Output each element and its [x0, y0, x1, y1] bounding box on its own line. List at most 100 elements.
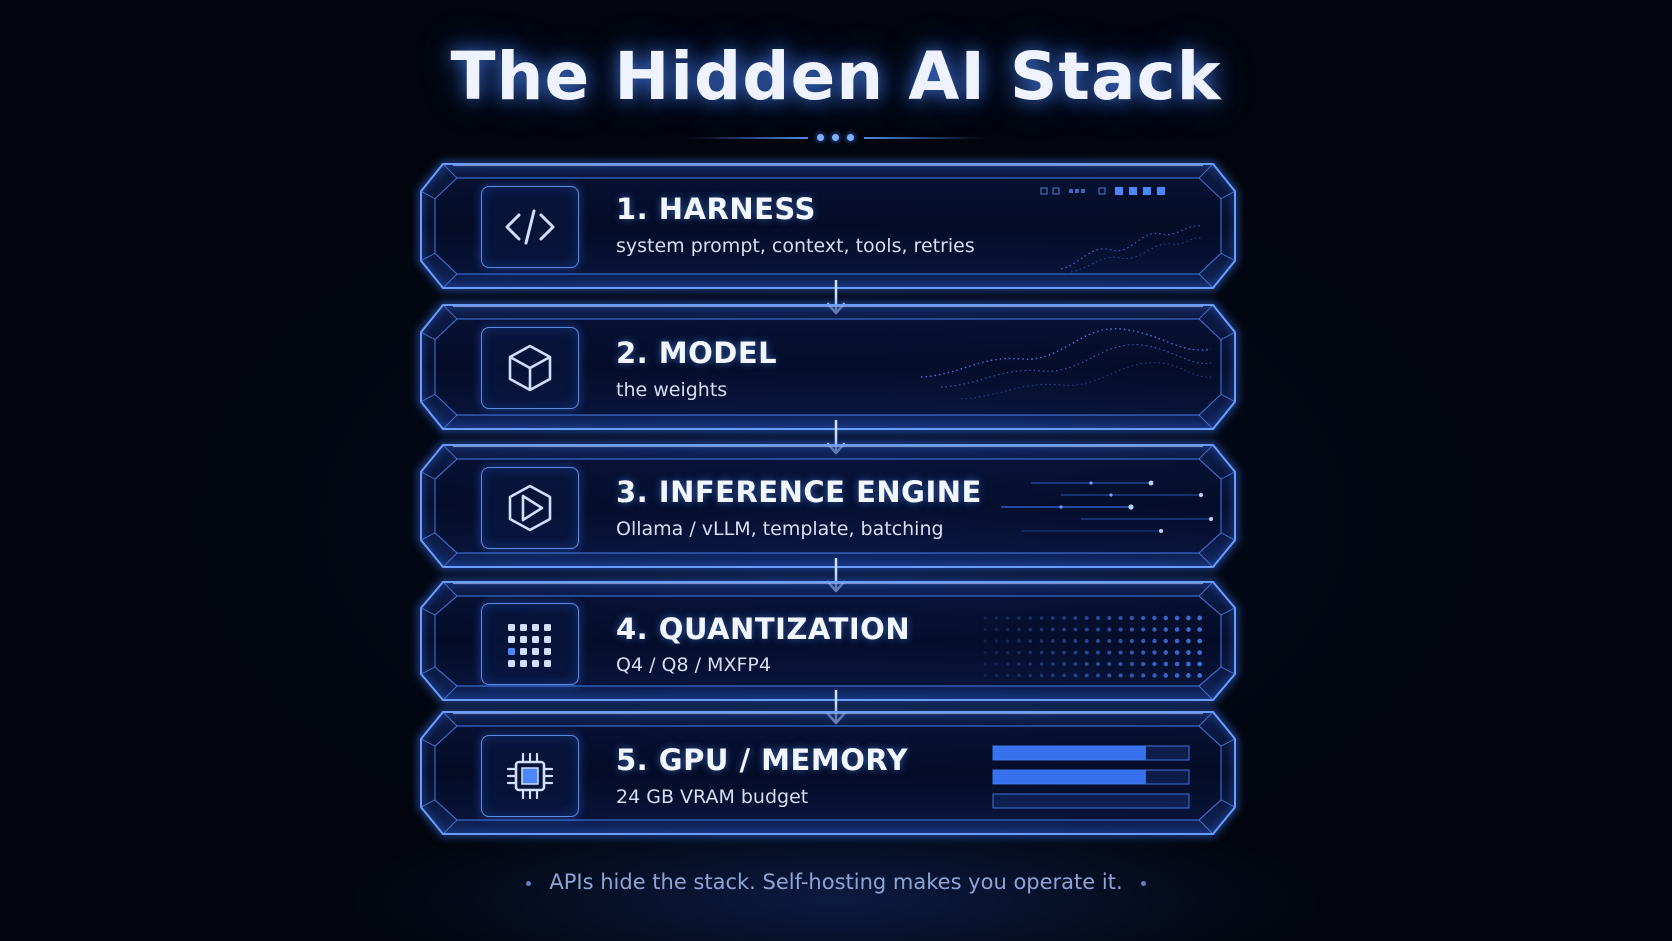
- matrix-dot: [1050, 673, 1055, 678]
- matrix-dot: [1017, 616, 1021, 620]
- matrix-dot: [1050, 627, 1055, 632]
- matrix-dot: [1163, 661, 1169, 667]
- matrix-dot: [1174, 627, 1180, 632]
- matrix-dot: [1039, 627, 1044, 632]
- matrix-dot: [1096, 662, 1100, 666]
- matrix-dot: [994, 616, 998, 620]
- matrix-dot: [1039, 662, 1044, 666]
- memory-bar-fill: [993, 746, 1146, 760]
- layer-inference-engine: 3. INFERENCE ENGINE Ollama / vLLM, templ…: [418, 442, 1238, 570]
- matrix-dot: [1005, 650, 1010, 655]
- layer-harness: 1. HARNESS system prompt, context, tools…: [418, 161, 1238, 291]
- matrix-dot: [1073, 616, 1078, 620]
- matrix-dot: [1118, 627, 1123, 632]
- matrix-dot: [1141, 661, 1146, 667]
- matrix-dot: [1118, 661, 1123, 667]
- wave-decoration: [1040, 187, 1202, 273]
- matrix-dot: [1073, 673, 1078, 678]
- matrix-dot: [1129, 650, 1135, 655]
- matrix-dot: [1186, 650, 1191, 655]
- matrix-dot: [1174, 661, 1180, 667]
- matrix-dot: [1005, 673, 1010, 678]
- matrix-dot: [1186, 638, 1191, 644]
- matrix-dot: [1073, 627, 1078, 632]
- matrix-dot: [1028, 627, 1032, 632]
- matrix-dot: [1062, 616, 1066, 620]
- matrix-dot: [1039, 616, 1044, 620]
- matrix-dot: [1050, 662, 1055, 666]
- layer-panel-shape: [418, 161, 1238, 291]
- footer-dot: [526, 880, 532, 886]
- divider-dot: [817, 134, 824, 141]
- matrix-dot: [1017, 650, 1021, 655]
- matrix-dot: [994, 662, 998, 666]
- matrix-dot: [1039, 673, 1044, 678]
- layer-icon-box: [481, 186, 579, 268]
- layer-quantization: 4. QUANTIZATION Q4 / Q8 / MXFP4: [418, 579, 1238, 703]
- divider-line-left: [690, 137, 808, 139]
- matrix-dot: [1163, 638, 1169, 644]
- matrix-dot: [1129, 661, 1135, 667]
- matrix-dot: [1084, 662, 1089, 666]
- matrix-dot: [1152, 650, 1157, 655]
- layer-panel-shape: [418, 302, 1238, 432]
- layer-title: 5. GPU / MEMORY: [616, 743, 909, 777]
- code-brackets-icon: [505, 209, 555, 245]
- matrix-dot: [1028, 662, 1032, 666]
- layer-subtitle: Q4 / Q8 / MXFP4: [616, 654, 771, 676]
- matrix-dot: [1129, 638, 1135, 644]
- play-hexagon-icon: [508, 484, 552, 532]
- dot-matrix-decoration: [983, 615, 1203, 678]
- matrix-dot: [1028, 639, 1032, 643]
- matrix-dot: [1141, 615, 1146, 621]
- matrix-dot: [1129, 673, 1135, 678]
- matrix-dot: [1062, 662, 1066, 666]
- memory-bars: [992, 745, 1190, 809]
- matrix-dot: [994, 627, 998, 632]
- footer-text: APIs hide the stack. Self-hosting makes …: [549, 870, 1123, 894]
- matrix-dot: [1039, 639, 1044, 643]
- page-title: The Hidden AI Stack: [450, 38, 1222, 115]
- matrix-dot: [1152, 673, 1157, 678]
- matrix-dot: [1073, 639, 1078, 643]
- matrix-dot: [1084, 627, 1089, 632]
- matrix-dot: [1062, 627, 1066, 632]
- matrix-dot: [1186, 627, 1191, 632]
- matrix-dot: [1186, 673, 1191, 678]
- matrix-dot: [1129, 627, 1135, 632]
- matrix-dot: [1197, 638, 1203, 644]
- matrix-dot: [983, 650, 987, 655]
- matrix-dot: [1141, 638, 1146, 644]
- matrix-dot: [1152, 638, 1157, 644]
- matrix-dot: [1107, 673, 1112, 678]
- matrix-dot: [1163, 627, 1169, 632]
- matrix-dot: [1005, 627, 1010, 632]
- divider-dot: [847, 134, 854, 141]
- matrix-dot: [1062, 673, 1066, 678]
- layer-gpu-memory: 5. GPU / MEMORY 24 GB VRAM budget: [418, 709, 1238, 837]
- matrix-dot: [1107, 638, 1112, 644]
- stream-decoration: [1001, 480, 1213, 533]
- matrix-dot: [1107, 615, 1112, 621]
- matrix-dot: [1118, 650, 1123, 655]
- matrix-dot: [1186, 661, 1191, 667]
- matrix-dot: [1197, 650, 1203, 655]
- matrix-dot: [1005, 639, 1010, 643]
- memory-bar-track: [992, 793, 1190, 809]
- matrix-dot: [1174, 650, 1180, 655]
- title-divider: [690, 132, 982, 144]
- matrix-dot: [983, 616, 987, 620]
- matrix-dot: [1073, 662, 1078, 666]
- layer-subtitle: Ollama / vLLM, template, batching: [616, 518, 944, 540]
- matrix-dot: [1197, 661, 1203, 667]
- layer-icon-box: [481, 603, 579, 685]
- matrix-dot: [1174, 673, 1180, 678]
- matrix-dot: [1084, 639, 1089, 643]
- matrix-dot: [1186, 615, 1191, 621]
- matrix-dot: [1028, 673, 1032, 678]
- divider-dot: [832, 134, 839, 141]
- layer-panel-shape: [418, 579, 1238, 703]
- layer-title: 1. HARNESS: [616, 192, 816, 226]
- matrix-dot: [1197, 627, 1203, 632]
